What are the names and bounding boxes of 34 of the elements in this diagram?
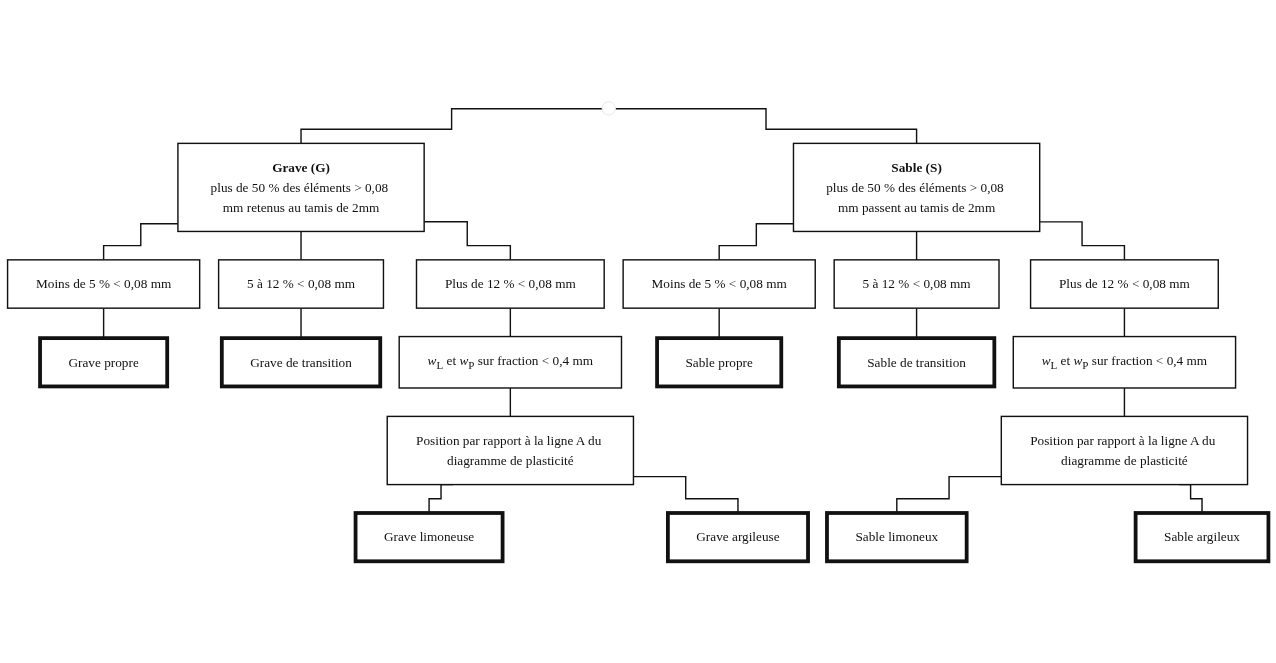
node-box: Position par rapport à la ligne A du diagramme de plasticité: [1000, 415, 1249, 486]
node-box: Sable (S) plus de 50 % des éléments > 0,08 mm passent au tamis de 2mm: [792, 142, 1041, 233]
connector: [300, 108, 603, 145]
node-box: 5 à 12 % < 0,08 mm: [217, 259, 385, 309]
node-box: Sable de transition: [836, 336, 997, 389]
node-box: Grave de transition: [219, 336, 383, 389]
connector: [509, 307, 512, 338]
node-box: Plus de 12 % < 0,08 mm: [415, 259, 605, 309]
connector: [614, 108, 918, 145]
connector: [509, 387, 512, 418]
connector: [300, 230, 302, 261]
node-box: Moins de 5 % < 0,08 mm: [622, 259, 816, 309]
node-box: Moins de 5 % < 0,08 mm: [6, 259, 201, 309]
connector: [915, 307, 918, 339]
node-box: 5 à 12 % < 0,08 mm: [833, 259, 1000, 309]
connector: [102, 307, 105, 339]
connector: [718, 307, 720, 339]
node-box: Plus de 12 % < 0,08 mm: [1029, 259, 1219, 309]
node-box: Sable limoneux: [825, 511, 969, 564]
node-box: Sable propre: [655, 336, 784, 389]
node-box: Grave propre: [38, 336, 170, 389]
node-box: Sable argileux: [1133, 511, 1271, 564]
node-box: Grave limoneuse: [353, 511, 505, 564]
node-box: w$_{L}$ et w$_{P}$ sur fraction < 0,4 mm: [1012, 335, 1237, 389]
connector: [300, 307, 302, 339]
node-box: Grave (G) plus de 50 % des éléments > 0,08 mm retenus au tamis de 2mm: [177, 142, 425, 233]
node-box: Position par rapport à la ligne A du diagramme de plasticité: [386, 415, 635, 486]
connector: [1123, 387, 1126, 418]
connector: [1123, 307, 1126, 338]
connector: [896, 475, 1002, 514]
connector: [1039, 221, 1126, 261]
node-box: w$_{L}$ et w$_{P}$ sur fraction < 0,4 mm: [398, 335, 623, 389]
connector: [915, 230, 918, 261]
node-box: Grave argileuse: [666, 511, 810, 564]
